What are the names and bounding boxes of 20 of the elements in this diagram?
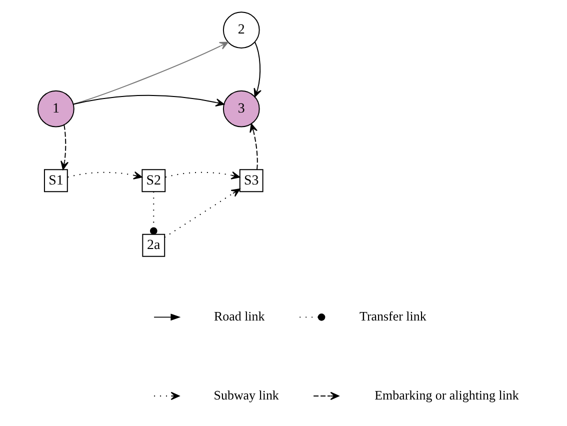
node-box: S2 bbox=[142, 169, 166, 192]
node-box: S1 bbox=[44, 169, 68, 192]
legend-label: Subway link bbox=[214, 387, 279, 402]
legend-label: Embarking or alighting link bbox=[374, 387, 519, 402]
legend-label: Road link bbox=[214, 308, 265, 324]
node-circle: 3 bbox=[222, 90, 260, 128]
node-circle: 1 bbox=[38, 90, 74, 128]
arrow bbox=[67, 171, 142, 180]
legend-label: Transfer link bbox=[360, 308, 426, 324]
arrow bbox=[254, 42, 262, 98]
node-box: 2a bbox=[142, 234, 166, 257]
arrow bbox=[164, 188, 240, 238]
arrow bbox=[72, 94, 224, 106]
arrow bbox=[164, 171, 240, 180]
arrow bbox=[60, 124, 69, 170]
node-box: S3 bbox=[239, 169, 264, 192]
arrow bbox=[72, 42, 229, 105]
connector bbox=[150, 191, 158, 235]
node-circle: 2 bbox=[222, 12, 260, 48]
arrow bbox=[250, 123, 258, 170]
